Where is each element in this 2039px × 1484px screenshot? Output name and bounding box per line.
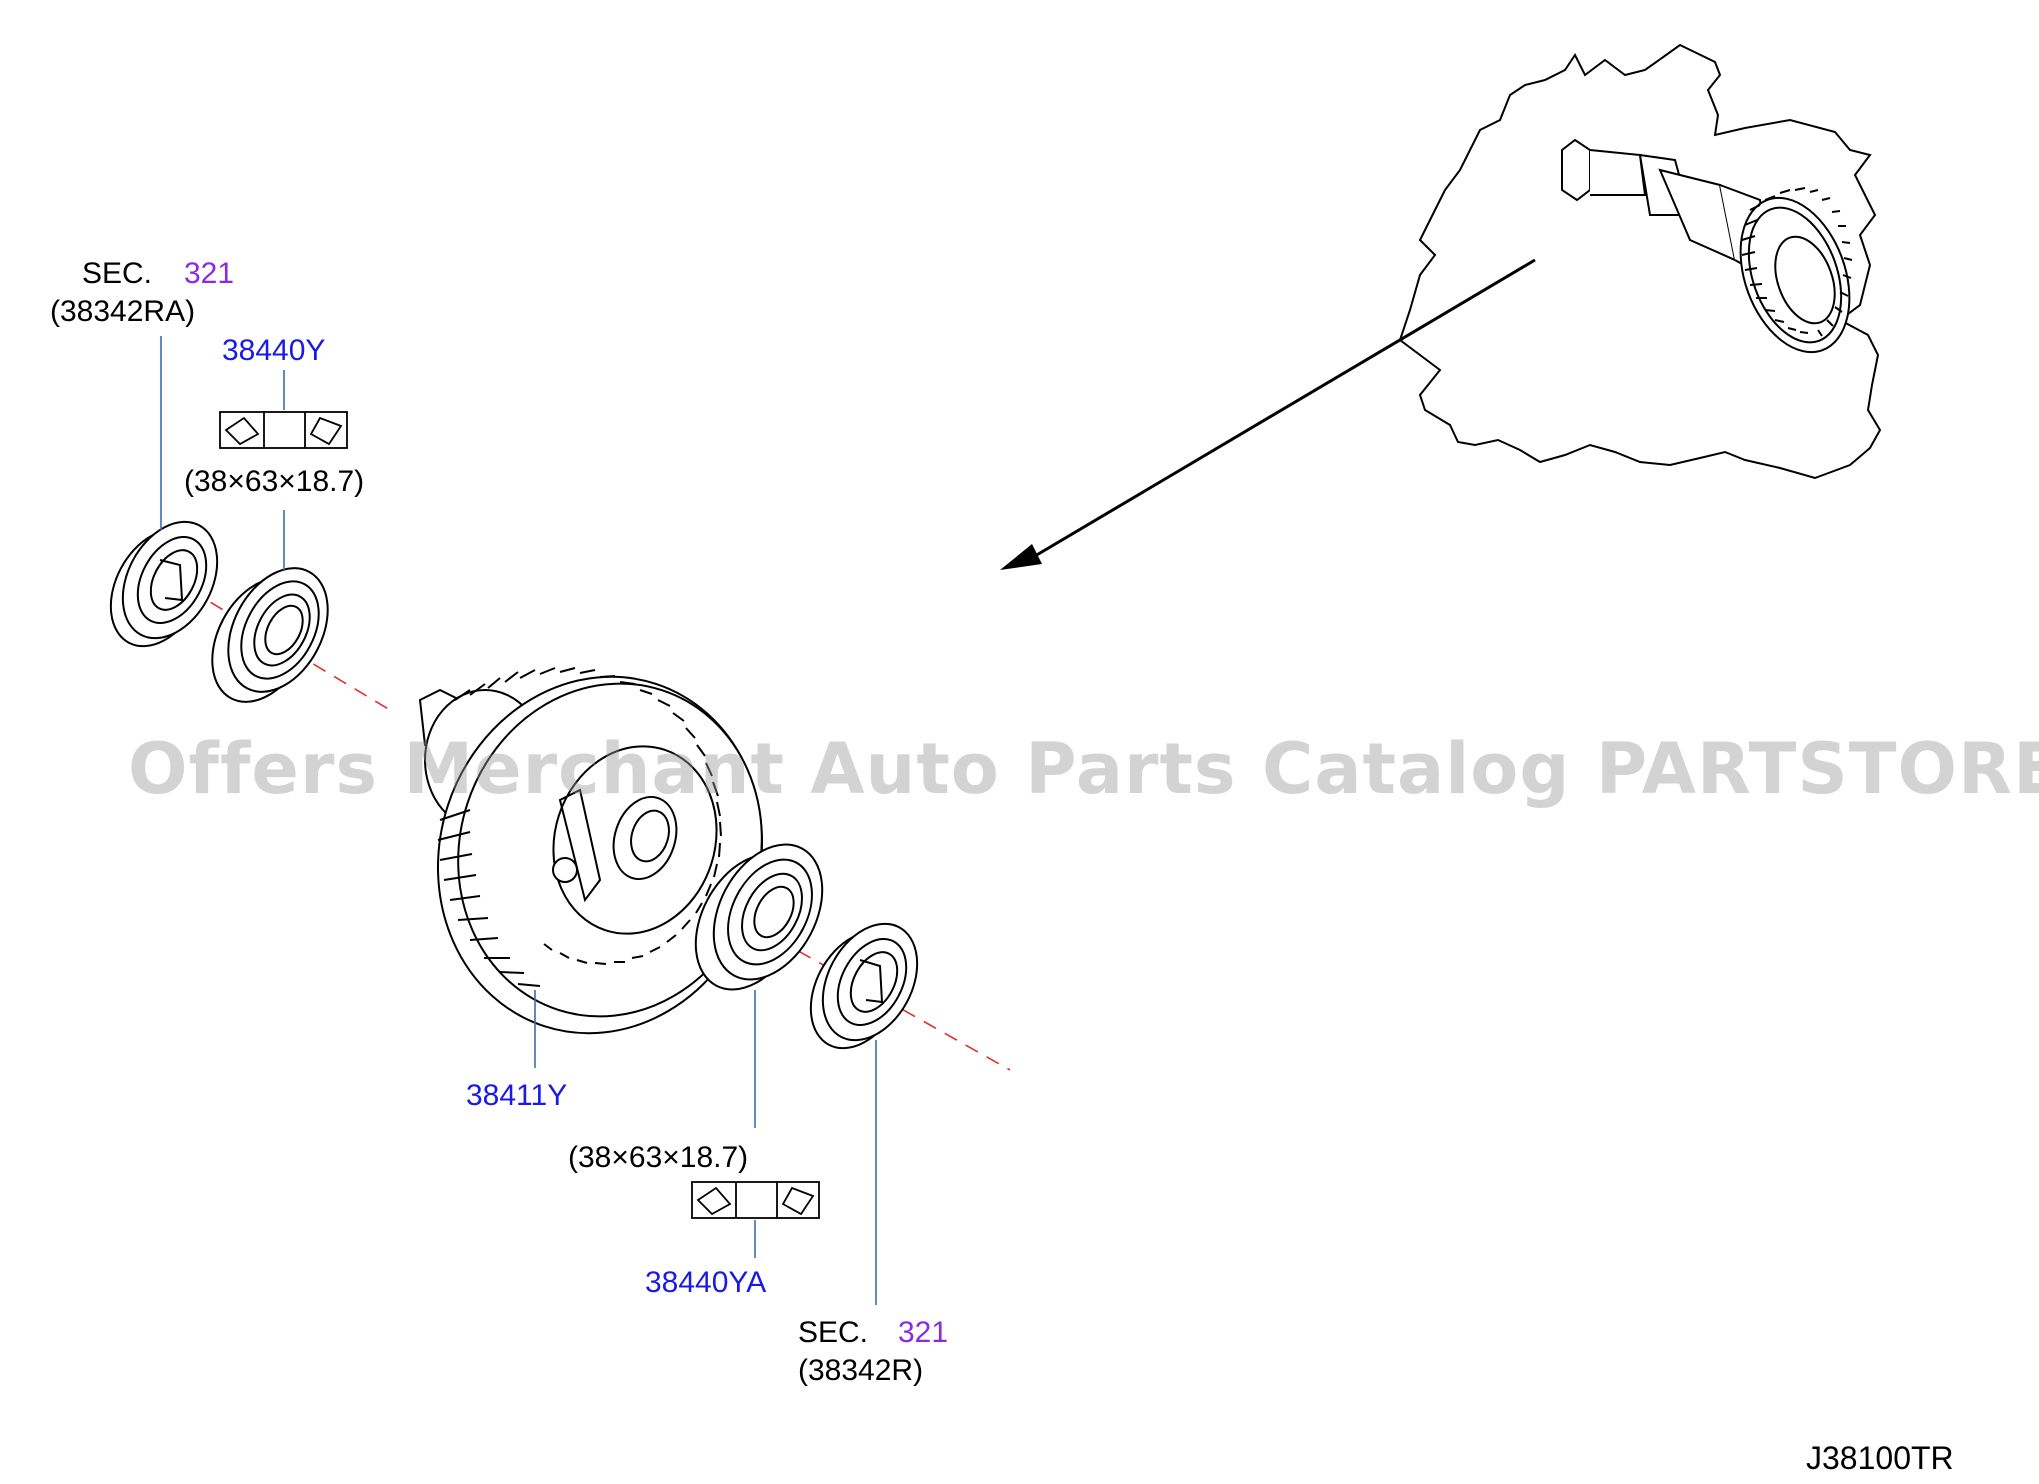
leader-lines [160, 336, 877, 1305]
sec-number-left[interactable]: 321 [184, 257, 235, 290]
oil-seal-left [109, 520, 219, 648]
direction-arrow [1000, 258, 1536, 570]
part-number-bearing-upper[interactable]: 38440Y [222, 334, 326, 367]
sec-number-right[interactable]: 321 [898, 1316, 949, 1349]
sec-code-left: (38342RA) [50, 295, 196, 328]
diagram-code: J38100TR [1806, 1440, 1954, 1476]
bearing-lower [694, 843, 824, 991]
dimension-lower: (38×63×18.7) [568, 1141, 749, 1174]
bearing-upper [211, 567, 329, 703]
bearing-orientation-icon [219, 411, 348, 449]
transaxle-shaft-icon [1561, 138, 1853, 354]
bearing-orientation-icon [691, 1181, 820, 1219]
part-number-bearing-lower[interactable]: 38440YA [645, 1266, 767, 1299]
sec-prefix-right: SEC. [798, 1316, 869, 1349]
sec-prefix-left: SEC. [82, 257, 153, 290]
sec-code-right: (38342R) [798, 1354, 924, 1387]
transaxle-case-outline [1398, 43, 1882, 480]
differential-gear-icon [418, 667, 764, 1035]
oil-seal-right [809, 922, 919, 1050]
watermark: Offers Merchant Auto Parts Catalog PARTS… [128, 728, 2039, 810]
dimension-upper: (38×63×18.7) [184, 465, 365, 498]
part-number-differential[interactable]: 38411Y [466, 1079, 568, 1112]
transaxle-inset [1398, 43, 1882, 480]
